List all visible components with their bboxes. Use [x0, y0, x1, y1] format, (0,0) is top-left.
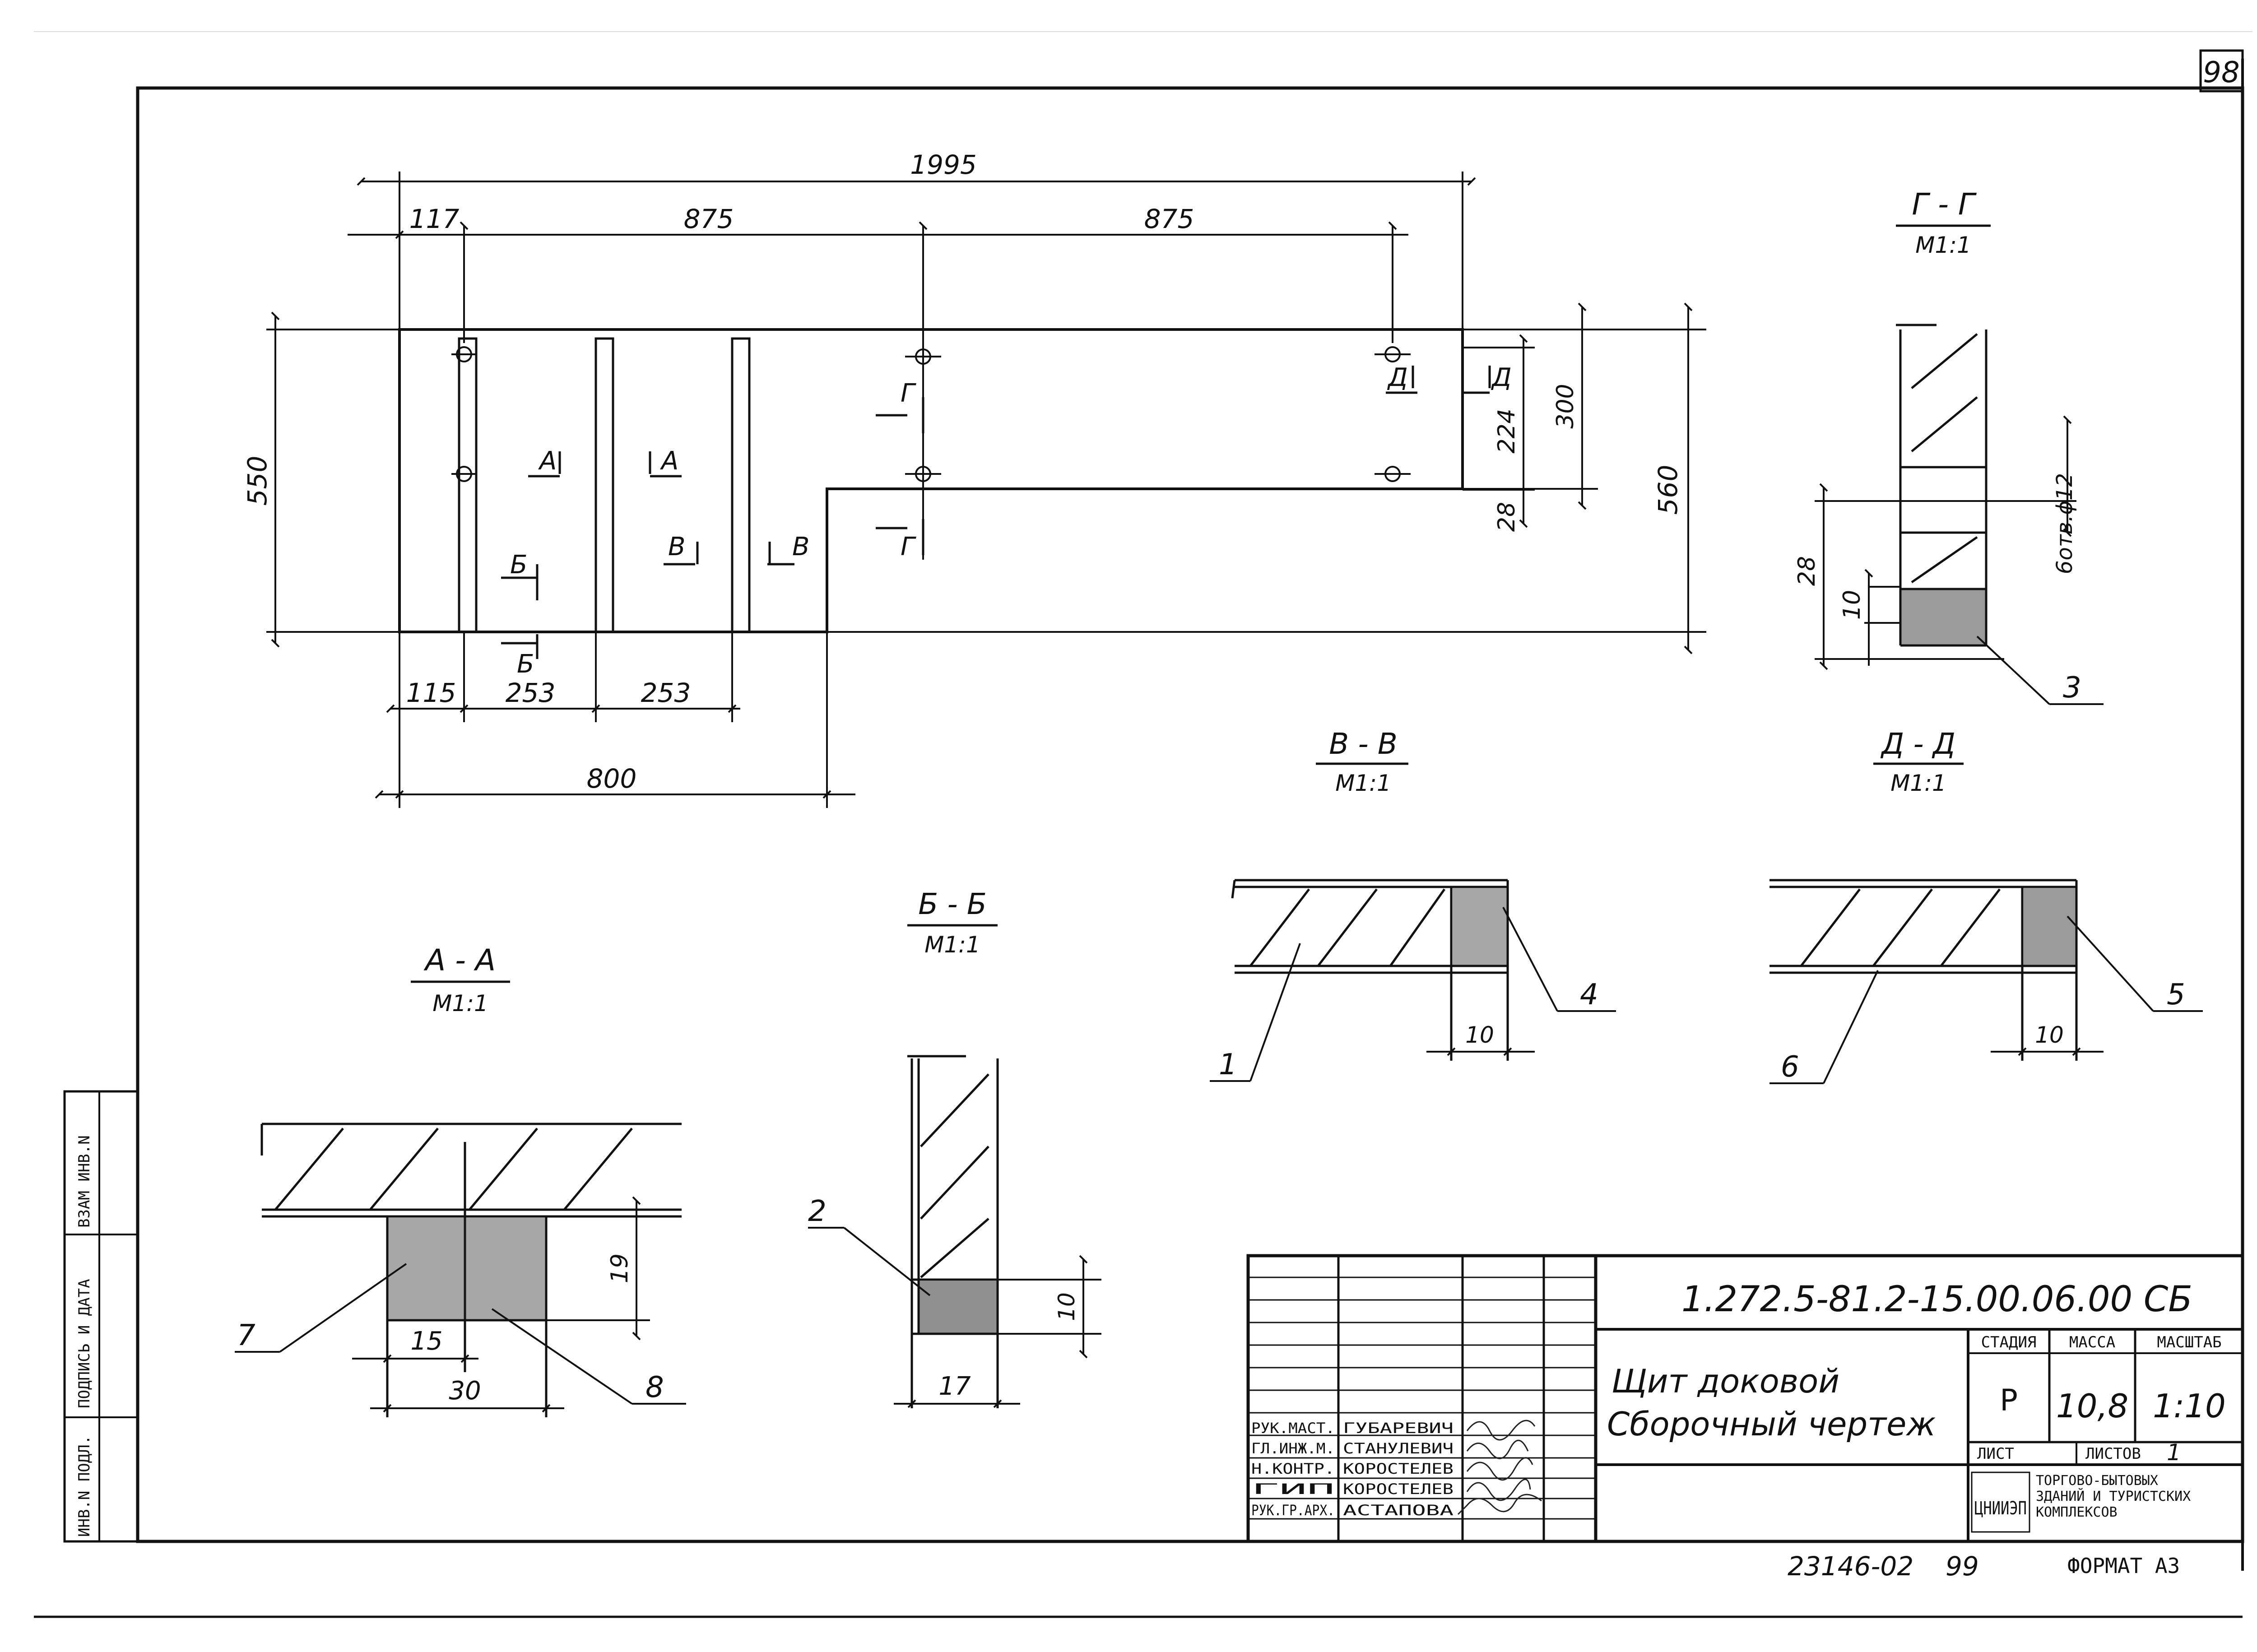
marker-b-top: Б — [510, 550, 527, 580]
mass-value: 10,8 — [2056, 1387, 2128, 1425]
marker-g-bottom: Г — [901, 532, 916, 561]
footer-page: 99 — [1946, 1551, 1979, 1582]
marker-a-left: А — [538, 446, 557, 476]
section-g-hole: 6отв.ϕ12 — [2052, 473, 2077, 574]
sheets-label: ЛИСТОВ — [2085, 1445, 2141, 1463]
section-g-g: Г - Г М1:1 28 10 — [1793, 187, 2104, 705]
sheets-value: 1 — [2167, 1439, 2181, 1466]
stamp-vzam: ВЗАМ ИНВ.N — [75, 1135, 93, 1228]
staff-role: РУК.МАСТ. — [1251, 1420, 1335, 1437]
dim-875-b: 875 — [1144, 204, 1194, 234]
drawing-name-1: Щит доковой — [1611, 1362, 1839, 1400]
section-d-title: Д - Д — [1880, 728, 1955, 761]
staff-name: КОРОСТЕЛЕВ — [1343, 1480, 1454, 1498]
stamp-inv-podl: ИНВ.N ПОДЛ. — [75, 1435, 93, 1537]
section-g-dim-28: 28 — [1793, 556, 1820, 586]
section-a-dim-30: 30 — [449, 1376, 481, 1406]
section-a-scale: М1:1 — [432, 990, 488, 1016]
footer-code: 23146-02 — [1788, 1551, 1913, 1582]
marker-g-top: Г — [901, 379, 916, 408]
signatures — [1457, 1420, 1542, 1515]
callout-7: 7 — [237, 1319, 255, 1352]
section-d-dim-10: 10 — [2035, 1022, 2064, 1048]
marker-a-right: А — [660, 446, 678, 476]
section-g-title: Г - Г — [1912, 187, 1977, 222]
section-v-v: В - В М1:1 10 1 4 — [1210, 728, 1616, 1082]
marker-v-right: В — [792, 532, 809, 561]
section-d-scale: М1:1 — [1890, 770, 1946, 796]
sheet-frame — [34, 31, 2252, 1618]
section-a-a: А - А М1:1 — [235, 943, 686, 1417]
section-b-b: Б - Б М1:1 17 10 2 — [808, 888, 1101, 1408]
sheet-label: ЛИСТ — [1977, 1445, 2014, 1463]
section-a-dim-15: 15 — [410, 1327, 442, 1356]
section-v-dim-10: 10 — [1465, 1022, 1494, 1048]
dim-875-a: 875 — [684, 204, 734, 234]
section-g-dim-10: 10 — [1839, 590, 1866, 620]
section-b-dim-17: 17 — [938, 1372, 971, 1401]
staff-name: СТАНУЛЕВИЧ — [1343, 1440, 1454, 1457]
sheet-number: 98 — [2203, 56, 2239, 89]
marker-d-left: Д — [1387, 363, 1408, 392]
dim-253-a: 253 — [506, 678, 556, 708]
dim-224: 224 — [1493, 408, 1520, 453]
staff-role: Н.КОНТР. — [1251, 1460, 1335, 1477]
mass-label: МАССА — [2069, 1333, 2115, 1351]
marker-v-left: В — [668, 532, 685, 561]
title-block: РУК.МАСТ. ГУБАРЕВИЧ ГЛ.ИНЖ.М. СТАНУЛЕВИЧ Н.К… — [1246, 1254, 2244, 1543]
scale-value: 1:10 — [2153, 1387, 2226, 1425]
callout-3: 3 — [2063, 671, 2081, 705]
section-b-scale: М1:1 — [924, 932, 980, 958]
staff-name: КОРОСТЕЛЕВ — [1343, 1460, 1454, 1477]
section-v-title: В - В — [1329, 728, 1398, 761]
stage-label: СТАДИЯ — [1981, 1333, 2037, 1351]
staff-list: РУК.МАСТ. ГУБАРЕВИЧ ГЛ.ИНЖ.М. СТАНУЛЕВИЧ Н.К… — [1251, 1420, 1454, 1519]
callout-2: 2 — [808, 1195, 827, 1228]
stamp-podpis: ПОДПИСЬ И ДАТА — [75, 1279, 93, 1408]
section-a-title: А - А — [423, 943, 496, 978]
dim-253-b: 253 — [641, 678, 691, 708]
section-g-scale: М1:1 — [1915, 232, 1971, 258]
org-line-1: ТОРГОВО-БЫТОВЫХ — [2036, 1473, 2158, 1489]
dim-800: 800 — [587, 763, 637, 794]
dim-560: 560 — [1653, 465, 1683, 515]
dim-117: 117 — [409, 204, 460, 234]
section-d-d: Д - Д М1:1 10 6 5 — [1769, 728, 2203, 1084]
staff-role: ГЛ.ИНЖ.М. — [1251, 1440, 1335, 1457]
section-v-scale: М1:1 — [1335, 770, 1391, 796]
callout-6: 6 — [1781, 1050, 1799, 1084]
staff-name: АСТАПОВА — [1343, 1502, 1454, 1519]
staff-name: ГУБАРЕВИЧ — [1343, 1420, 1454, 1437]
section-b-title: Б - Б — [918, 888, 987, 921]
callout-1: 1 — [1219, 1048, 1237, 1081]
sheet-number-box: 98 — [2199, 49, 2244, 93]
side-stamp: ИНВ.N ПОДЛ. ПОДПИСЬ И ДАТА ВЗАМ ИНВ.N — [63, 1090, 139, 1543]
marker-d-right: Д — [1491, 363, 1512, 392]
org-line-3: КОМПЛЕКСОВ — [2036, 1504, 2118, 1520]
callout-4: 4 — [1580, 978, 1598, 1012]
plan-view: 1995 117 875 875 550 224 300 28 560 — [242, 149, 1706, 808]
marker-b-bottom: Б — [517, 650, 534, 679]
svg-text:ЦНИИЭП: ЦНИИЭП — [1974, 1498, 2027, 1519]
dim-115: 115 — [406, 678, 456, 708]
stage-value: Р — [2000, 1383, 2018, 1418]
callout-5: 5 — [2167, 978, 2185, 1012]
org-line-2: ЗДАНИЙ И ТУРИСТСКИХ — [2036, 1488, 2191, 1504]
dim-28: 28 — [1493, 502, 1520, 532]
scale-label: МАСШТАБ — [2157, 1333, 2221, 1351]
dim-300: 300 — [1552, 384, 1579, 428]
dim-550: 550 — [242, 456, 273, 506]
drawing-name-2: Сборочный чертеж — [1607, 1405, 1936, 1443]
document-designation: 1.272.5-81.2-15.00.06.00 СБ — [1681, 1279, 2192, 1320]
callout-8: 8 — [646, 1371, 664, 1404]
dim-1995: 1995 — [910, 149, 977, 180]
section-b-dim-10: 10 — [1054, 1292, 1080, 1321]
section-a-dim-19: 19 — [606, 1253, 633, 1283]
staff-role: РУК.ГР.АРХ. — [1251, 1502, 1335, 1519]
footer-format: ФОРМАТ А3 — [2067, 1554, 2180, 1578]
org-logo: ЦНИИЭП — [1971, 1471, 2030, 1533]
staff-role: ГИП — [1251, 1480, 1335, 1498]
